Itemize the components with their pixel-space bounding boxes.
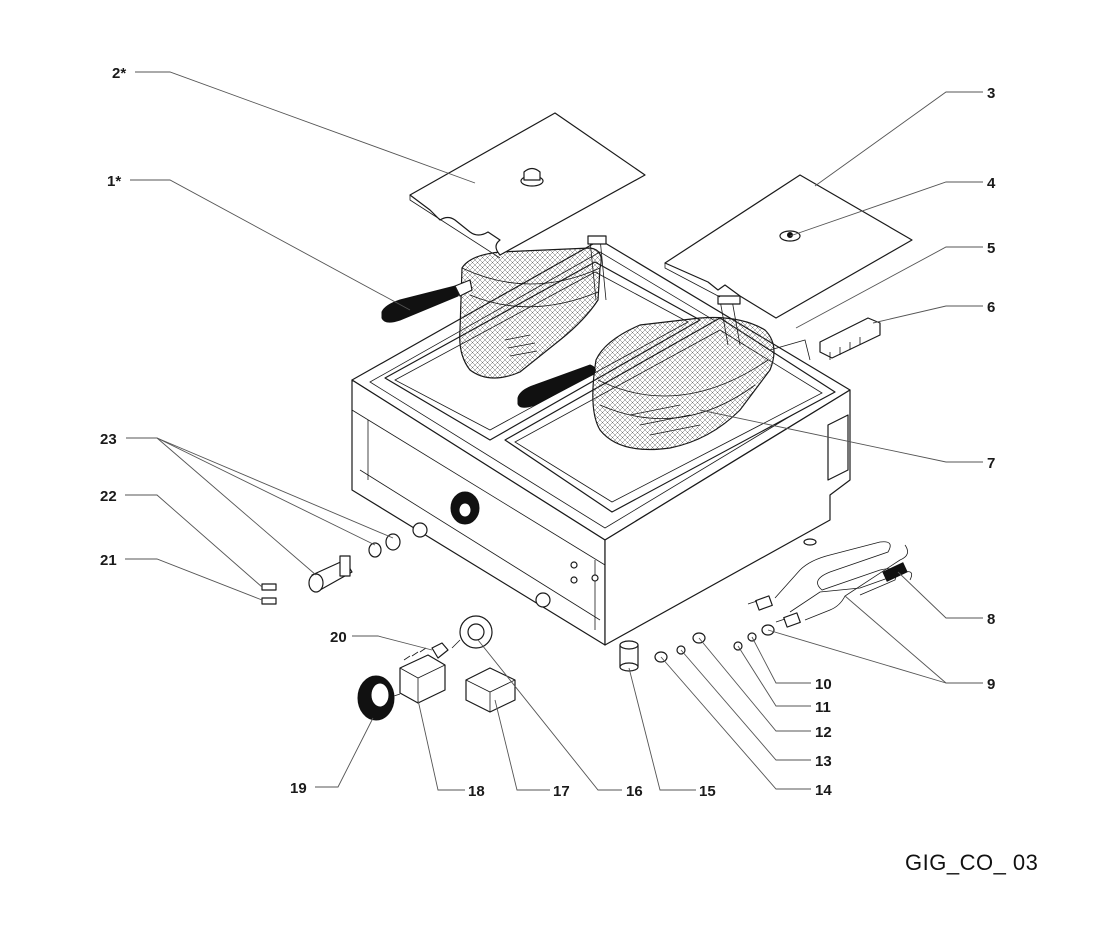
heating-element <box>747 541 913 628</box>
right-lid <box>664 174 913 319</box>
thermostat <box>451 615 493 649</box>
callout-13: 13 <box>815 753 832 770</box>
callout-23: 23 <box>100 431 117 448</box>
body-knob <box>412 491 599 608</box>
part-15-sleeve <box>619 640 639 672</box>
clip <box>431 642 449 659</box>
washers-nuts <box>654 624 775 663</box>
callout-18: 18 <box>468 783 485 800</box>
callout-22: 22 <box>100 488 117 505</box>
callout-8: 8 <box>987 611 995 628</box>
callout-16: 16 <box>626 783 643 800</box>
leader-lines <box>125 71 983 791</box>
callout-14: 14 <box>815 782 832 799</box>
callout-4: 4 <box>987 175 996 192</box>
callout-17: 17 <box>553 783 570 800</box>
callout-20: 20 <box>330 629 347 646</box>
callout-15: 15 <box>699 783 716 800</box>
callout-2-star: 2* <box>112 65 126 82</box>
callout-21: 21 <box>100 552 117 569</box>
callout-1-star: 1* <box>107 173 121 190</box>
drain-valve <box>261 533 401 605</box>
drawing-code: GIG_CO_ 03 <box>905 850 1039 875</box>
callout-5: 5 <box>987 240 995 257</box>
control-knob <box>357 675 401 721</box>
callout-12: 12 <box>815 724 832 741</box>
callout-19: 19 <box>290 780 307 797</box>
terminal-strip <box>819 317 881 360</box>
relay <box>465 667 516 713</box>
callout-10: 10 <box>815 676 832 693</box>
callout-11: 11 <box>815 699 831 716</box>
switch <box>399 647 446 704</box>
left-lid <box>409 112 646 259</box>
left-basket <box>381 235 607 379</box>
callout-7: 7 <box>987 455 995 472</box>
callout-9: 9 <box>987 676 995 693</box>
callout-6: 6 <box>987 299 995 316</box>
callout-3: 3 <box>987 85 995 102</box>
right-basket <box>517 295 811 451</box>
